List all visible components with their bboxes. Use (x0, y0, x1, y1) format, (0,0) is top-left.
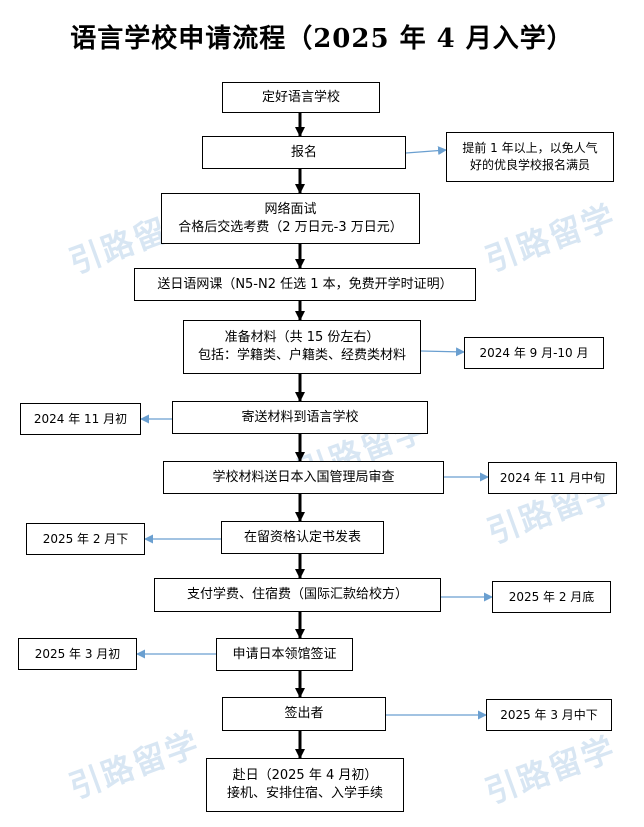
flow-step: 在留资格认定书发表 (221, 521, 384, 554)
step-text: 签出者 (284, 706, 324, 721)
step-text: 准备材料（共 15 份左右） (224, 330, 380, 345)
step-text: 在留资格认定书发表 (243, 529, 361, 545)
note-text: 2024 年 11 月中旬 (499, 470, 606, 485)
note-text: 2024 年 11 月初 (33, 411, 128, 426)
note-arrow (405, 146, 447, 156)
note-text: 2025 年 2 月底 (508, 589, 595, 604)
step-text: 支付学费、住宿费（国际汇款给校方） (186, 587, 408, 602)
flow-step: 赴日（2025 年 4 月初） 接机、安排住宿、入学手续 (206, 758, 404, 812)
flow-step: 寄送材料到语言学校 (172, 401, 428, 434)
step-text: 接机、安排住宿、入学手续 (226, 786, 383, 801)
note-text: 2025 年 2 月下 (42, 531, 129, 546)
step-text: 定好语言学校 (261, 89, 340, 105)
note-text: 提前 1 年以上，以免人气 (462, 141, 598, 155)
step-text: 合格后交选考费（2 万日元-3 万日元） (178, 219, 403, 235)
timing-note: 提前 1 年以上，以免人气 好的优良学校报名满员 (446, 132, 614, 182)
flow-step: 学校材料送日本入国管理局审查 (163, 461, 444, 494)
timing-note: 2025 年 2 月底 (492, 581, 611, 613)
flow-step: 准备材料（共 15 份左右） 包括：学籍类、户籍类、经费类材料 (183, 320, 421, 374)
note-text: 好的优良学校报名满员 (469, 158, 590, 172)
flow-step: 定好语言学校 (222, 82, 380, 113)
step-text: 赴日（2025 年 4 月初） (232, 768, 378, 783)
flow-step: 送日语网课（N5-N2 任选 1 本，免费开学时证明） (134, 268, 476, 301)
flow-step: 申请日本领馆签证 (216, 638, 353, 671)
step-text: 学校材料送日本入国管理局审查 (212, 469, 395, 485)
timing-note: 2024 年 11 月初 (20, 403, 141, 435)
flow-step: 报名 (202, 136, 406, 169)
step-text: 申请日本领馆签证 (232, 646, 337, 662)
page-title: 语言学校申请流程（2025 年 4 月入学） (70, 24, 574, 54)
step-text: 网络面试 (264, 201, 317, 217)
step-text: 报名 (290, 144, 317, 160)
timing-note: 2025 年 3 月中下 (486, 699, 612, 731)
timing-note: 2025 年 3 月初 (18, 638, 137, 670)
timing-note: 2025 年 2 月下 (26, 523, 145, 555)
timing-note: 2024 年 11 月中旬 (488, 462, 617, 494)
step-text: 包括：学籍类、户籍类、经费类材料 (197, 348, 406, 363)
note-arrow (420, 347, 465, 357)
flow-step: 网络面试 合格后交选考费（2 万日元-3 万日元） (161, 193, 420, 244)
note-text: 2025 年 3 月初 (34, 646, 121, 661)
flow-step: 签出者 (222, 697, 386, 731)
timing-note: 2024 年 9 月-10 月 (464, 337, 604, 369)
flow-step: 支付学费、住宿费（国际汇款给校方） (154, 578, 441, 612)
note-text: 2024 年 9 月-10 月 (479, 345, 589, 360)
step-text: 送日语网课（N5-N2 任选 1 本，免费开学时证明） (157, 276, 453, 292)
step-text: 寄送材料到语言学校 (241, 409, 359, 425)
note-text: 2025 年 3 月中下 (500, 707, 598, 722)
